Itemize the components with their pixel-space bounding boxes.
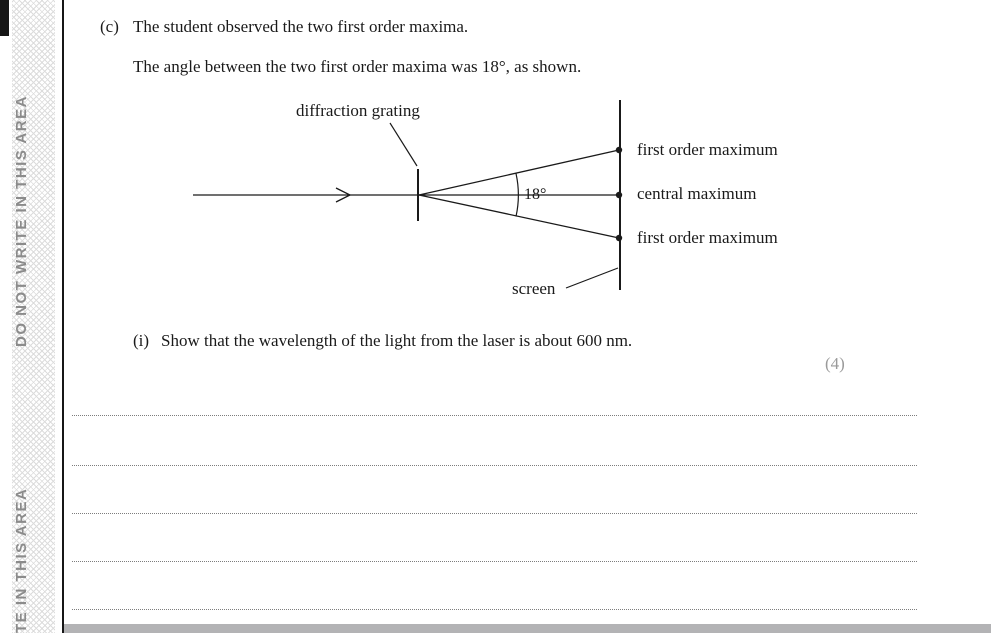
dot-first-order-bottom bbox=[615, 234, 623, 242]
incident-ray-arrowhead bbox=[335, 187, 352, 203]
answer-line bbox=[72, 561, 917, 562]
subquestion-label: (i) bbox=[133, 331, 150, 350]
answer-line bbox=[72, 465, 917, 466]
dot-central bbox=[615, 191, 623, 199]
left-margin-strip bbox=[12, 0, 55, 633]
page-edge-mark bbox=[0, 0, 9, 36]
label-first-order-top: first order maximum bbox=[637, 140, 778, 159]
page-footer-bar bbox=[64, 624, 991, 633]
ray-first-order-top bbox=[418, 149, 620, 196]
label-central-maximum: central maximum bbox=[637, 184, 757, 203]
grating-label: diffraction grating bbox=[296, 101, 420, 120]
screen-label: screen bbox=[512, 279, 556, 298]
subquestion-text: Show that the wavelength of the light fr… bbox=[161, 331, 633, 350]
answer-line bbox=[72, 415, 917, 416]
question-intro-line1: The student observed the two first order… bbox=[133, 17, 469, 36]
screen-pointer-line bbox=[565, 267, 619, 289]
angle-arc bbox=[515, 173, 519, 217]
grating-pointer-line bbox=[389, 122, 418, 167]
dot-first-order-top bbox=[615, 146, 623, 154]
angle-label: 18° bbox=[524, 186, 547, 203]
answer-line bbox=[72, 513, 917, 514]
answer-line bbox=[72, 609, 917, 610]
question-intro-line2: The angle between the two first order ma… bbox=[133, 57, 582, 76]
question-part-label: (c) bbox=[100, 17, 119, 36]
margin-warning-bottom: TE IN THIS AREA bbox=[13, 487, 30, 633]
marks-badge: (4) bbox=[825, 354, 845, 373]
label-first-order-bottom: first order maximum bbox=[637, 228, 778, 247]
ray-first-order-bottom bbox=[418, 194, 620, 239]
margin-warning-top: DO NOT WRITE IN THIS AREA bbox=[13, 95, 30, 347]
content-left-border bbox=[62, 0, 64, 633]
